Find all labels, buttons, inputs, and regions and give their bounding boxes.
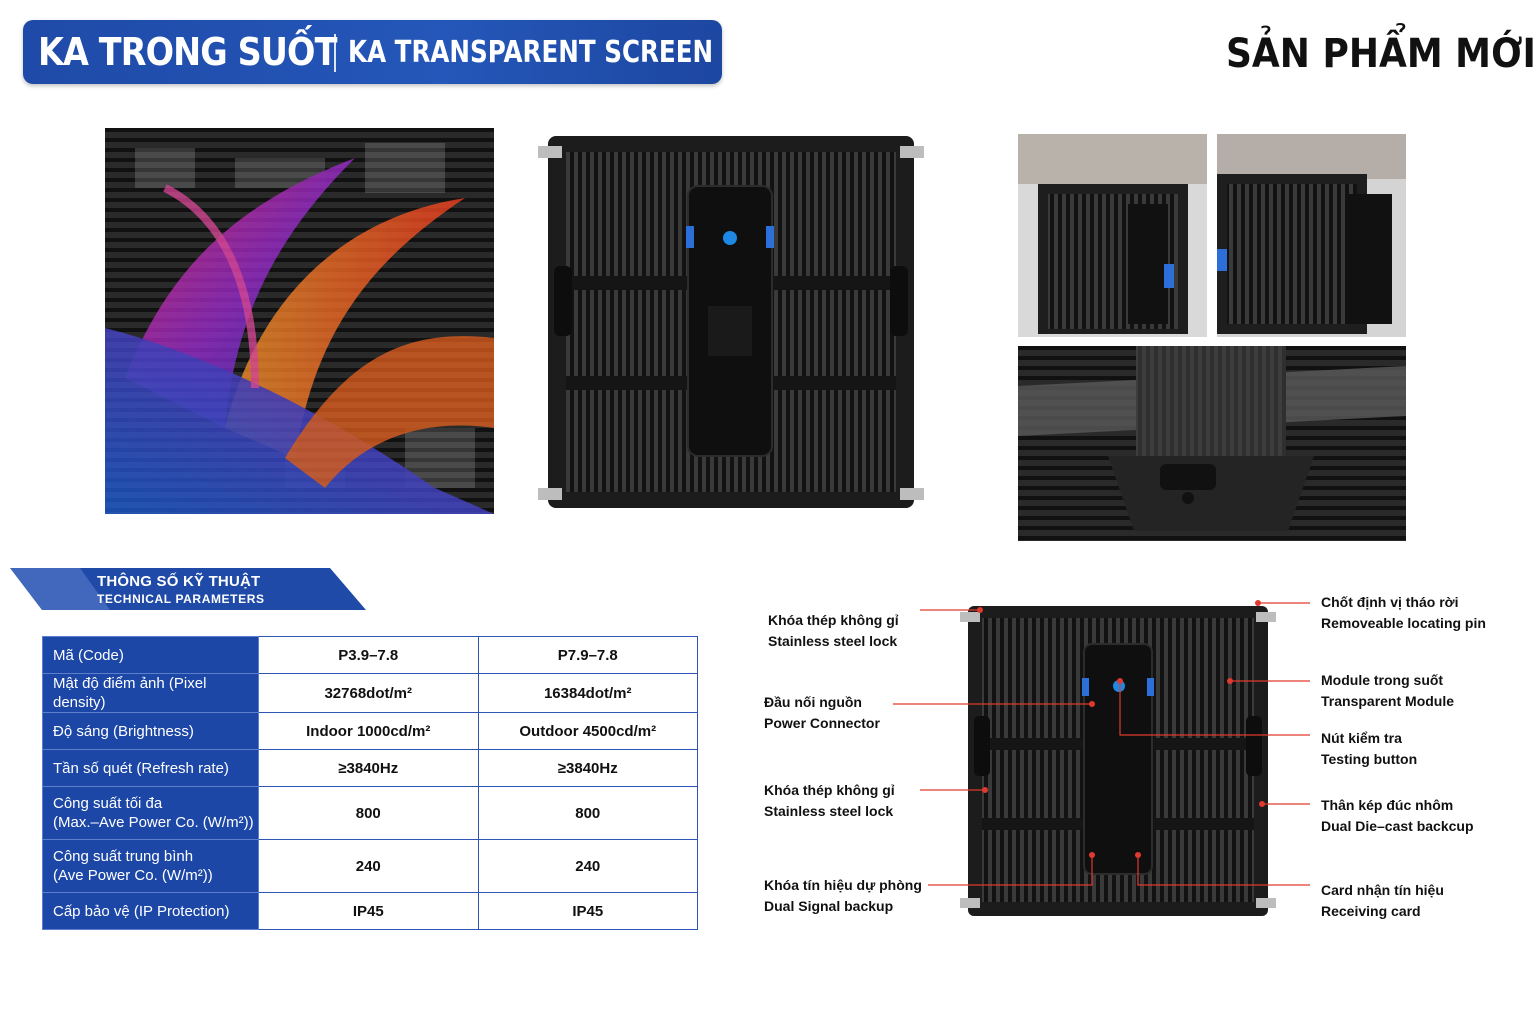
table-row: Độ sáng (Brightness) Indoor 1000cd/m² Ou… bbox=[42, 712, 698, 750]
spec-value: 240 bbox=[477, 839, 698, 893]
spec-value: Outdoor 4500cd/m² bbox=[477, 712, 698, 750]
spec-label: Mã (Code) bbox=[42, 636, 259, 674]
header-banner bbox=[23, 20, 722, 84]
spec-label: Độ sáng (Brightness) bbox=[42, 712, 259, 750]
spec-value: ≥3840Hz bbox=[258, 749, 479, 787]
spec-value: P7.9–7.8 bbox=[477, 636, 698, 674]
title-en: KA TRANSPARENT SCREEN bbox=[348, 35, 714, 70]
callout-steel-lock-top: Khóa thép không gỉ Stainless steel lock bbox=[768, 612, 899, 649]
spec-value: IP45 bbox=[258, 892, 479, 930]
table-row: Mật độ điểm ảnh (Pixel density) 32768dot… bbox=[42, 673, 698, 713]
detail-photo-card-closeup bbox=[1018, 346, 1406, 541]
params-title-en: TECHNICAL PARAMETERS bbox=[97, 592, 265, 606]
spec-value: 800 bbox=[477, 786, 698, 840]
spec-value: 240 bbox=[258, 839, 479, 893]
params-title-vn: THÔNG SỐ KỸ THUẬT bbox=[97, 573, 261, 590]
callout-dual-signal-backup: Khóa tín hiệu dự phòng Dual Signal backu… bbox=[764, 877, 922, 914]
table-row: Công suất tối đa(Max.–Ave Power Co. (W/m… bbox=[42, 786, 698, 840]
spec-value: Indoor 1000cd/m² bbox=[258, 712, 479, 750]
table-row: Tần số quét (Refresh rate) ≥3840Hz ≥3840… bbox=[42, 749, 698, 787]
params-banner bbox=[10, 568, 366, 610]
callout-receiving-card: Card nhận tín hiệu Receiving card bbox=[1321, 882, 1444, 919]
front-screen-photo bbox=[105, 128, 494, 514]
spec-value: P3.9–7.8 bbox=[258, 636, 479, 674]
detail-photo-angle-left bbox=[1018, 134, 1207, 337]
spec-value: 32768dot/m² bbox=[258, 673, 479, 713]
annotated-cabinet-photo bbox=[960, 598, 1276, 924]
callout-locating-pin: Chốt định vị tháo rời Removeable locatin… bbox=[1321, 594, 1486, 631]
detail-photo-angle-right bbox=[1217, 134, 1406, 337]
callout-die-cast-body: Thân kép đúc nhôm Dual Die–cast backcup bbox=[1321, 797, 1474, 834]
table-row: Cấp bảo vệ (IP Protection) IP45 IP45 bbox=[42, 892, 698, 930]
spec-table: Mã (Code) P3.9–7.8 P7.9–7.8 Mật độ điểm … bbox=[42, 636, 698, 930]
spec-value: ≥3840Hz bbox=[477, 749, 698, 787]
table-row: Công suất trung bình(Ave Power Co. (W/m²… bbox=[42, 839, 698, 893]
callout-transparent-module: Module trong suốt Transparent Module bbox=[1321, 672, 1455, 709]
callout-power-connector: Đầu nối nguồn Power Connector bbox=[764, 694, 880, 731]
new-product-badge: SẢN PHẨM MỚI bbox=[1226, 31, 1536, 77]
spec-value: 16384dot/m² bbox=[477, 673, 698, 713]
spec-label: Công suất trung bình(Ave Power Co. (W/m²… bbox=[42, 839, 259, 893]
callout-steel-lock-side: Khóa thép không gỉ Stainless steel lock bbox=[764, 782, 895, 819]
spec-label: Mật độ điểm ảnh (Pixel density) bbox=[42, 673, 259, 713]
spec-label: Cấp bảo vệ (IP Protection) bbox=[42, 892, 259, 930]
cabinet-back-photo bbox=[538, 126, 924, 518]
callout-testing-button: Nút kiểm tra Testing button bbox=[1321, 730, 1418, 767]
spec-value: IP45 bbox=[477, 892, 698, 930]
spec-label: Tần số quét (Refresh rate) bbox=[42, 749, 259, 787]
spec-label: Công suất tối đa(Max.–Ave Power Co. (W/m… bbox=[42, 786, 259, 840]
table-row: Mã (Code) P3.9–7.8 P7.9–7.8 bbox=[42, 636, 698, 674]
title-vn: KA TRONG SUỐT bbox=[38, 30, 337, 74]
spec-value: 800 bbox=[258, 786, 479, 840]
title-divider bbox=[334, 34, 336, 72]
